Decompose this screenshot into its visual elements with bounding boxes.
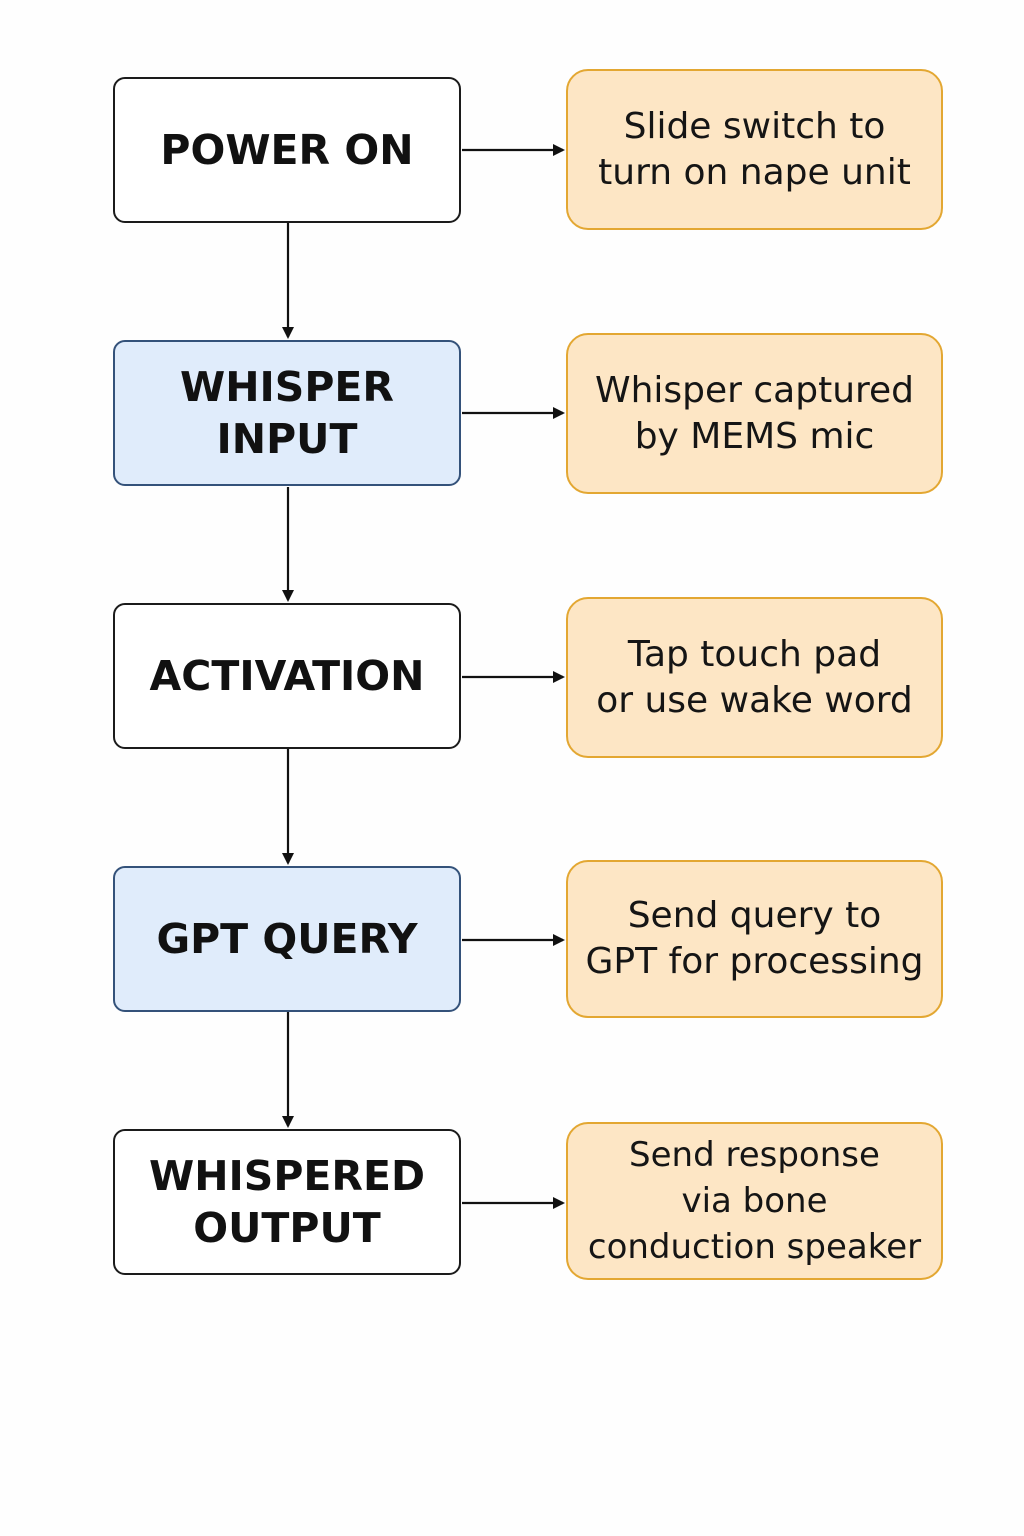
step-label: WHISPERED OUTPUT xyxy=(149,1152,425,1252)
note-power-on: Slide switch to turn on nape unit xyxy=(566,69,943,230)
step-label: GPT QUERY xyxy=(156,915,418,963)
step-label: WHISPER INPUT xyxy=(180,363,394,463)
step-label: POWER ON xyxy=(160,126,414,174)
note-whisper-input: Whisper captured by MEMS mic xyxy=(566,333,943,494)
note-whispered-output: Send response via bone conduction speake… xyxy=(566,1122,943,1280)
note-gpt-query: Send query to GPT for processing xyxy=(566,860,943,1018)
note-label: Send response via bone conduction speake… xyxy=(587,1135,922,1267)
note-activation: Tap touch pad or use wake word xyxy=(566,597,943,758)
step-gpt-query: GPT QUERY xyxy=(113,866,461,1012)
step-label: ACTIVATION xyxy=(149,652,425,700)
note-label: Slide switch to turn on nape unit xyxy=(598,105,911,193)
step-whispered-output: WHISPERED OUTPUT xyxy=(113,1129,461,1275)
note-label: Send query to GPT for processing xyxy=(585,895,924,982)
step-activation: ACTIVATION xyxy=(113,603,461,749)
note-label: Whisper captured by MEMS mic xyxy=(594,369,915,457)
note-label: Tap touch pad or use wake word xyxy=(596,633,913,721)
step-power-on: POWER ON xyxy=(113,77,461,223)
step-whisper-input: WHISPER INPUT xyxy=(113,340,461,486)
